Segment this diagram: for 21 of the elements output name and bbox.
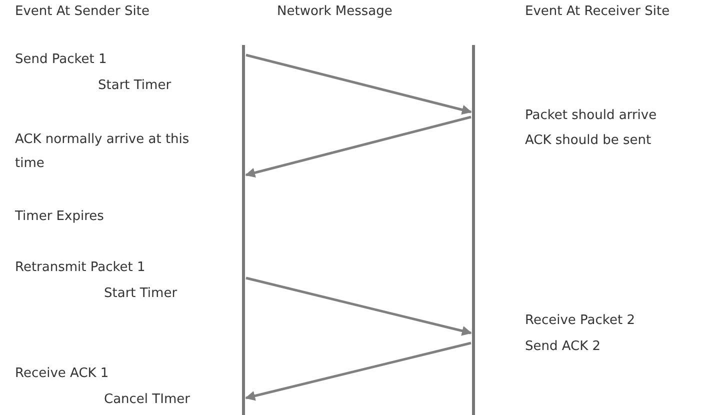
event-text: Packet should arrive: [525, 107, 657, 125]
arrow: [246, 54, 472, 115]
lifeline: [472, 45, 475, 415]
column-heading: Event At Sender Site: [15, 3, 150, 21]
arrow: [245, 342, 472, 401]
arrow: [245, 116, 472, 178]
column-heading: Network Message: [277, 3, 392, 21]
column-heading: Event At Receiver Site: [525, 3, 670, 21]
event-text: ACK should be sent: [525, 132, 652, 150]
event-text: Retransmit Packet 1: [15, 259, 146, 277]
lifeline: [242, 45, 245, 415]
event-text: Cancel TImer: [104, 391, 190, 409]
event-text: Start Timer: [98, 77, 172, 95]
event-text: Receive Packet 2: [525, 312, 635, 330]
event-text: Send Packet 1: [15, 51, 107, 69]
event-text: Receive ACK 1: [15, 365, 109, 383]
arrow: [246, 276, 472, 336]
event-text: Start Timer: [104, 285, 178, 303]
event-text: Send ACK 2: [525, 338, 601, 356]
event-text: ACK normally arrive at this time: [15, 131, 190, 173]
event-text: Timer Expires: [15, 208, 104, 226]
